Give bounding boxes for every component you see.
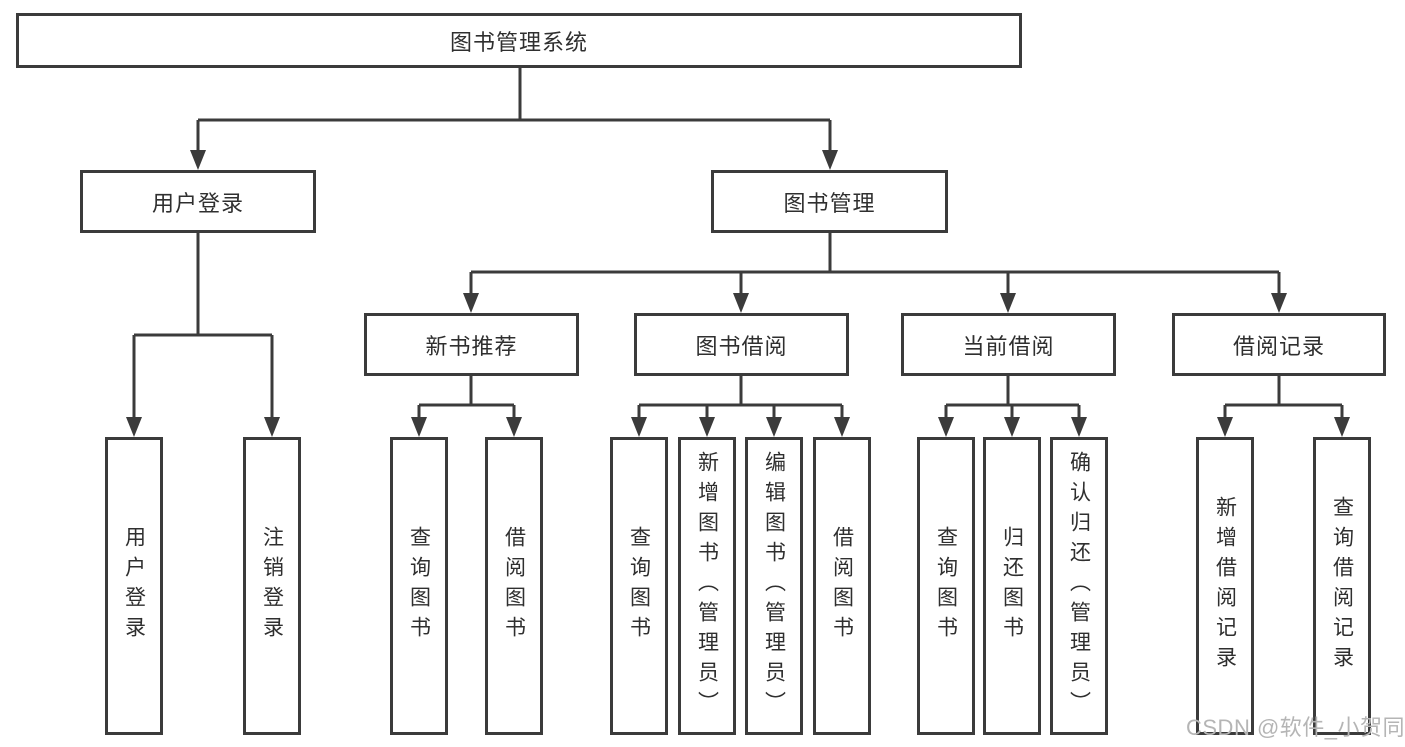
leaf-label: 查询借阅记录 [1330, 496, 1354, 676]
leaf-add-book-admin: 新增图书（管理员） [678, 437, 736, 735]
leaf-borrow-book-1: 借阅图书 [485, 437, 543, 735]
node-label: 新书推荐 [425, 333, 518, 359]
leaf-return-book: 归还图书 [983, 437, 1041, 735]
leaf-logout: 注销登录 [243, 437, 301, 735]
node-new-book-recommend: 新书推荐 [364, 313, 579, 376]
connector-current-borrow-to-leaves [938, 376, 1087, 437]
leaf-borrow-book-2: 借阅图书 [813, 437, 871, 735]
leaf-label: 新增借阅记录 [1213, 496, 1237, 676]
connector-user-login-to-leaves [126, 233, 280, 437]
node-current-borrow: 当前借阅 [901, 313, 1116, 376]
connector-root-to-level2 [190, 68, 838, 170]
node-label: 图书管理 [783, 190, 876, 216]
leaf-edit-book-admin: 编辑图书（管理员） [745, 437, 803, 735]
leaf-label: 查询图书 [934, 526, 958, 646]
node-label: 图书借阅 [695, 333, 788, 359]
node-book-borrow: 图书借阅 [634, 313, 849, 376]
leaf-label: 注销登录 [260, 526, 284, 646]
leaf-label: 查询图书 [627, 526, 651, 646]
leaf-user-login: 用户登录 [105, 437, 163, 735]
leaf-label: 借阅图书 [502, 526, 526, 646]
leaf-label: 借阅图书 [830, 526, 854, 646]
node-label: 用户登录 [151, 190, 244, 216]
node-label: 当前借阅 [962, 333, 1055, 359]
leaf-label: 编辑图书（管理员） [762, 451, 786, 721]
node-user-login: 用户登录 [80, 170, 316, 233]
leaf-query-borrow-record: 查询借阅记录 [1313, 437, 1371, 735]
connector-borrow-record-to-leaves [1217, 376, 1350, 437]
csdn-watermark: CSDN @软件_小贺同学 [1186, 715, 1405, 740]
leaf-label: 查询图书 [407, 526, 431, 646]
leaf-confirm-return-admin: 确认归还（管理员） [1050, 437, 1108, 735]
leaf-label: 用户登录 [122, 526, 146, 646]
node-root-library-system: 图书管理系统 [16, 13, 1022, 68]
connector-book-management-to-level3 [463, 233, 1287, 313]
node-borrow-record: 借阅记录 [1172, 313, 1386, 376]
node-label: 图书管理系统 [449, 29, 588, 55]
leaf-add-borrow-record: 新增借阅记录 [1196, 437, 1254, 735]
leaf-query-book-3: 查询图书 [917, 437, 975, 735]
leaf-query-book-1: 查询图书 [390, 437, 448, 735]
connector-book-borrow-to-leaves [631, 376, 850, 437]
leaf-label: 归还图书 [1000, 526, 1024, 646]
node-label: 借阅记录 [1232, 333, 1325, 359]
leaf-label: 确认归还（管理员） [1067, 451, 1091, 721]
node-book-management: 图书管理 [711, 170, 948, 233]
leaf-label: 新增图书（管理员） [695, 451, 719, 721]
connector-new-book-to-leaves [411, 376, 522, 437]
leaf-query-book-2: 查询图书 [610, 437, 668, 735]
